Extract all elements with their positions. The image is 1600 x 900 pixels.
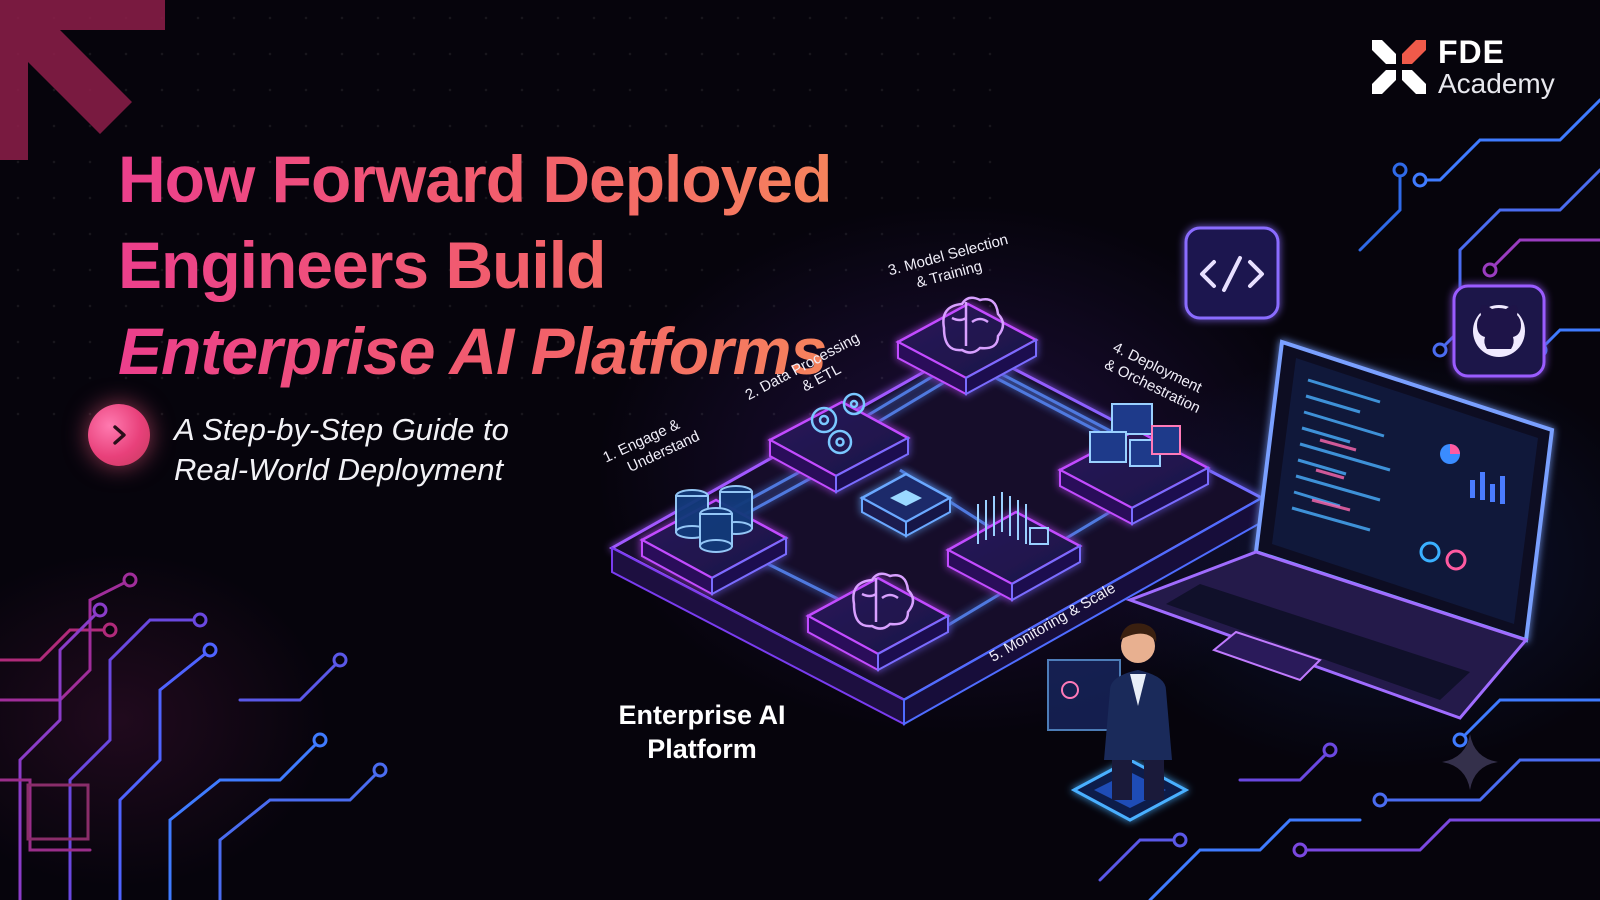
corner-arrow-icon [0,0,165,160]
subtitle: A Step-by-Step Guide to Real-World Deplo… [174,410,509,490]
subtitle-line-1: A Step-by-Step Guide to [174,412,509,447]
headline-line-1: How Forward Deployed [118,136,878,222]
brain-icon [942,296,1005,354]
platform-label: Enterprise AI Platform [618,700,786,764]
brand-logo: FDE Academy [1370,36,1555,98]
chevron-right-button[interactable] [88,404,150,466]
tile-center-chip [859,472,953,538]
gears-icon [810,392,866,455]
chevron-right-icon [113,425,126,445]
headline-line-2: Engineers Build [118,222,878,308]
headline: How Forward Deployed Engineers Build Ent… [118,136,878,394]
sparkle-icon [1442,734,1498,790]
code-brackets-icon [1184,226,1280,320]
logo-tagline: Academy [1438,68,1555,99]
logo-name: FDE [1438,34,1505,70]
headline-line-3: Enterprise AI Platforms [118,308,878,394]
dot-grid [0,0,1000,420]
fde-logo-icon [1372,40,1426,94]
containers-icon [1089,403,1181,467]
engineer-figure-icon [1047,623,1190,822]
subtitle-line-2: Real-World Deployment [174,452,504,487]
database-icon [675,485,753,553]
brain-icon [852,572,915,630]
laptop-icon [1125,339,1555,720]
server-rack-icon [977,492,1049,545]
github-icon [1452,284,1546,378]
